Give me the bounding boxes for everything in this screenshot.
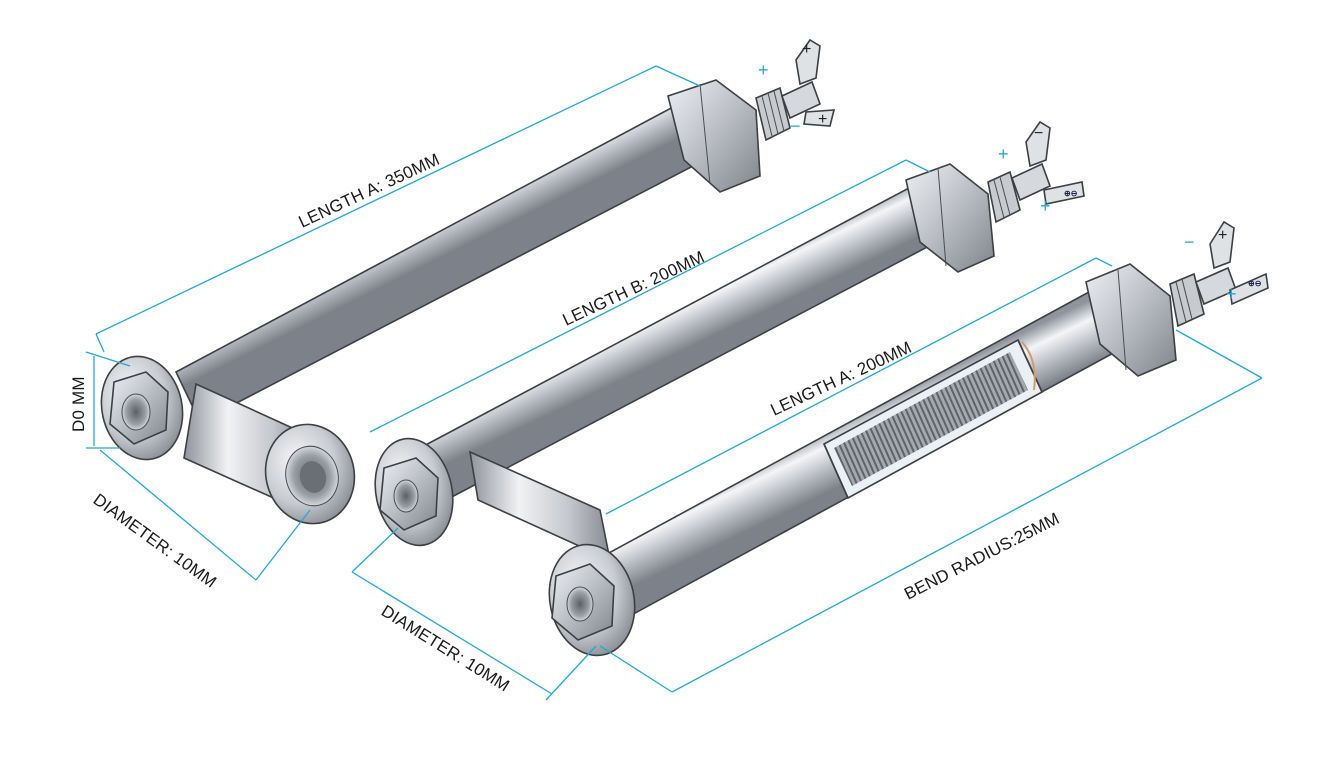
rod-assembly-front: + ⊕⊖ − + [548,220,1269,657]
dim-length-b [369,159,907,433]
terminal-plus-mark: + [818,111,827,128]
terminal-minus-mark: − [790,116,801,136]
dim-length-a-top [95,65,657,335]
terminal-plus-mark: + [998,144,1009,164]
hex-nut-icon [667,79,761,193]
terminal-connector-icon: − ⊕⊖ + + [998,120,1085,216]
dim-diameter-left [99,449,257,581]
terminal-connector-icon: + + + − [758,38,836,136]
terminal-plus-mark: + [1218,227,1227,244]
rod-assembly-middle: − ⊕⊖ + + [374,120,1085,562]
rod-assembly-top: + + + − [100,38,836,525]
hex-nut-icon [905,163,995,273]
terminal-minus-mark: − [1034,125,1043,142]
terminal-minus-mark: − [1184,232,1195,252]
label-bend-radius: BEND RADIUS:25MM [901,509,1062,604]
dim-length-a-mid [605,257,1097,515]
terminal-plus-mark: + [1226,284,1237,304]
label-diameter-left: DIAMETER: 10MM [90,490,220,592]
terminal-tag: ⊕⊖ [1064,189,1078,198]
dim-diameter-mid [351,571,553,695]
label-diameter-mid: DIAMETER: 10MM [378,601,513,695]
coil-spring-icon [822,338,1044,500]
terminal-plus-mark: + [758,60,769,80]
terminal-plus-mark: + [1040,196,1051,216]
terminal-connector-icon: + ⊕⊖ − + [1184,220,1269,306]
hex-nut-icon [1085,263,1177,377]
label-d0: D0 MM [69,376,88,432]
terminal-plus-mark: + [802,41,811,58]
thread-stud [987,170,1021,224]
label-length-a-top: LENGTH A: 350MM [296,150,443,232]
dimension-lines [85,65,1263,701]
dim-bend-radius [671,377,1263,693]
terminal-tag: ⊕⊖ [1248,279,1262,288]
